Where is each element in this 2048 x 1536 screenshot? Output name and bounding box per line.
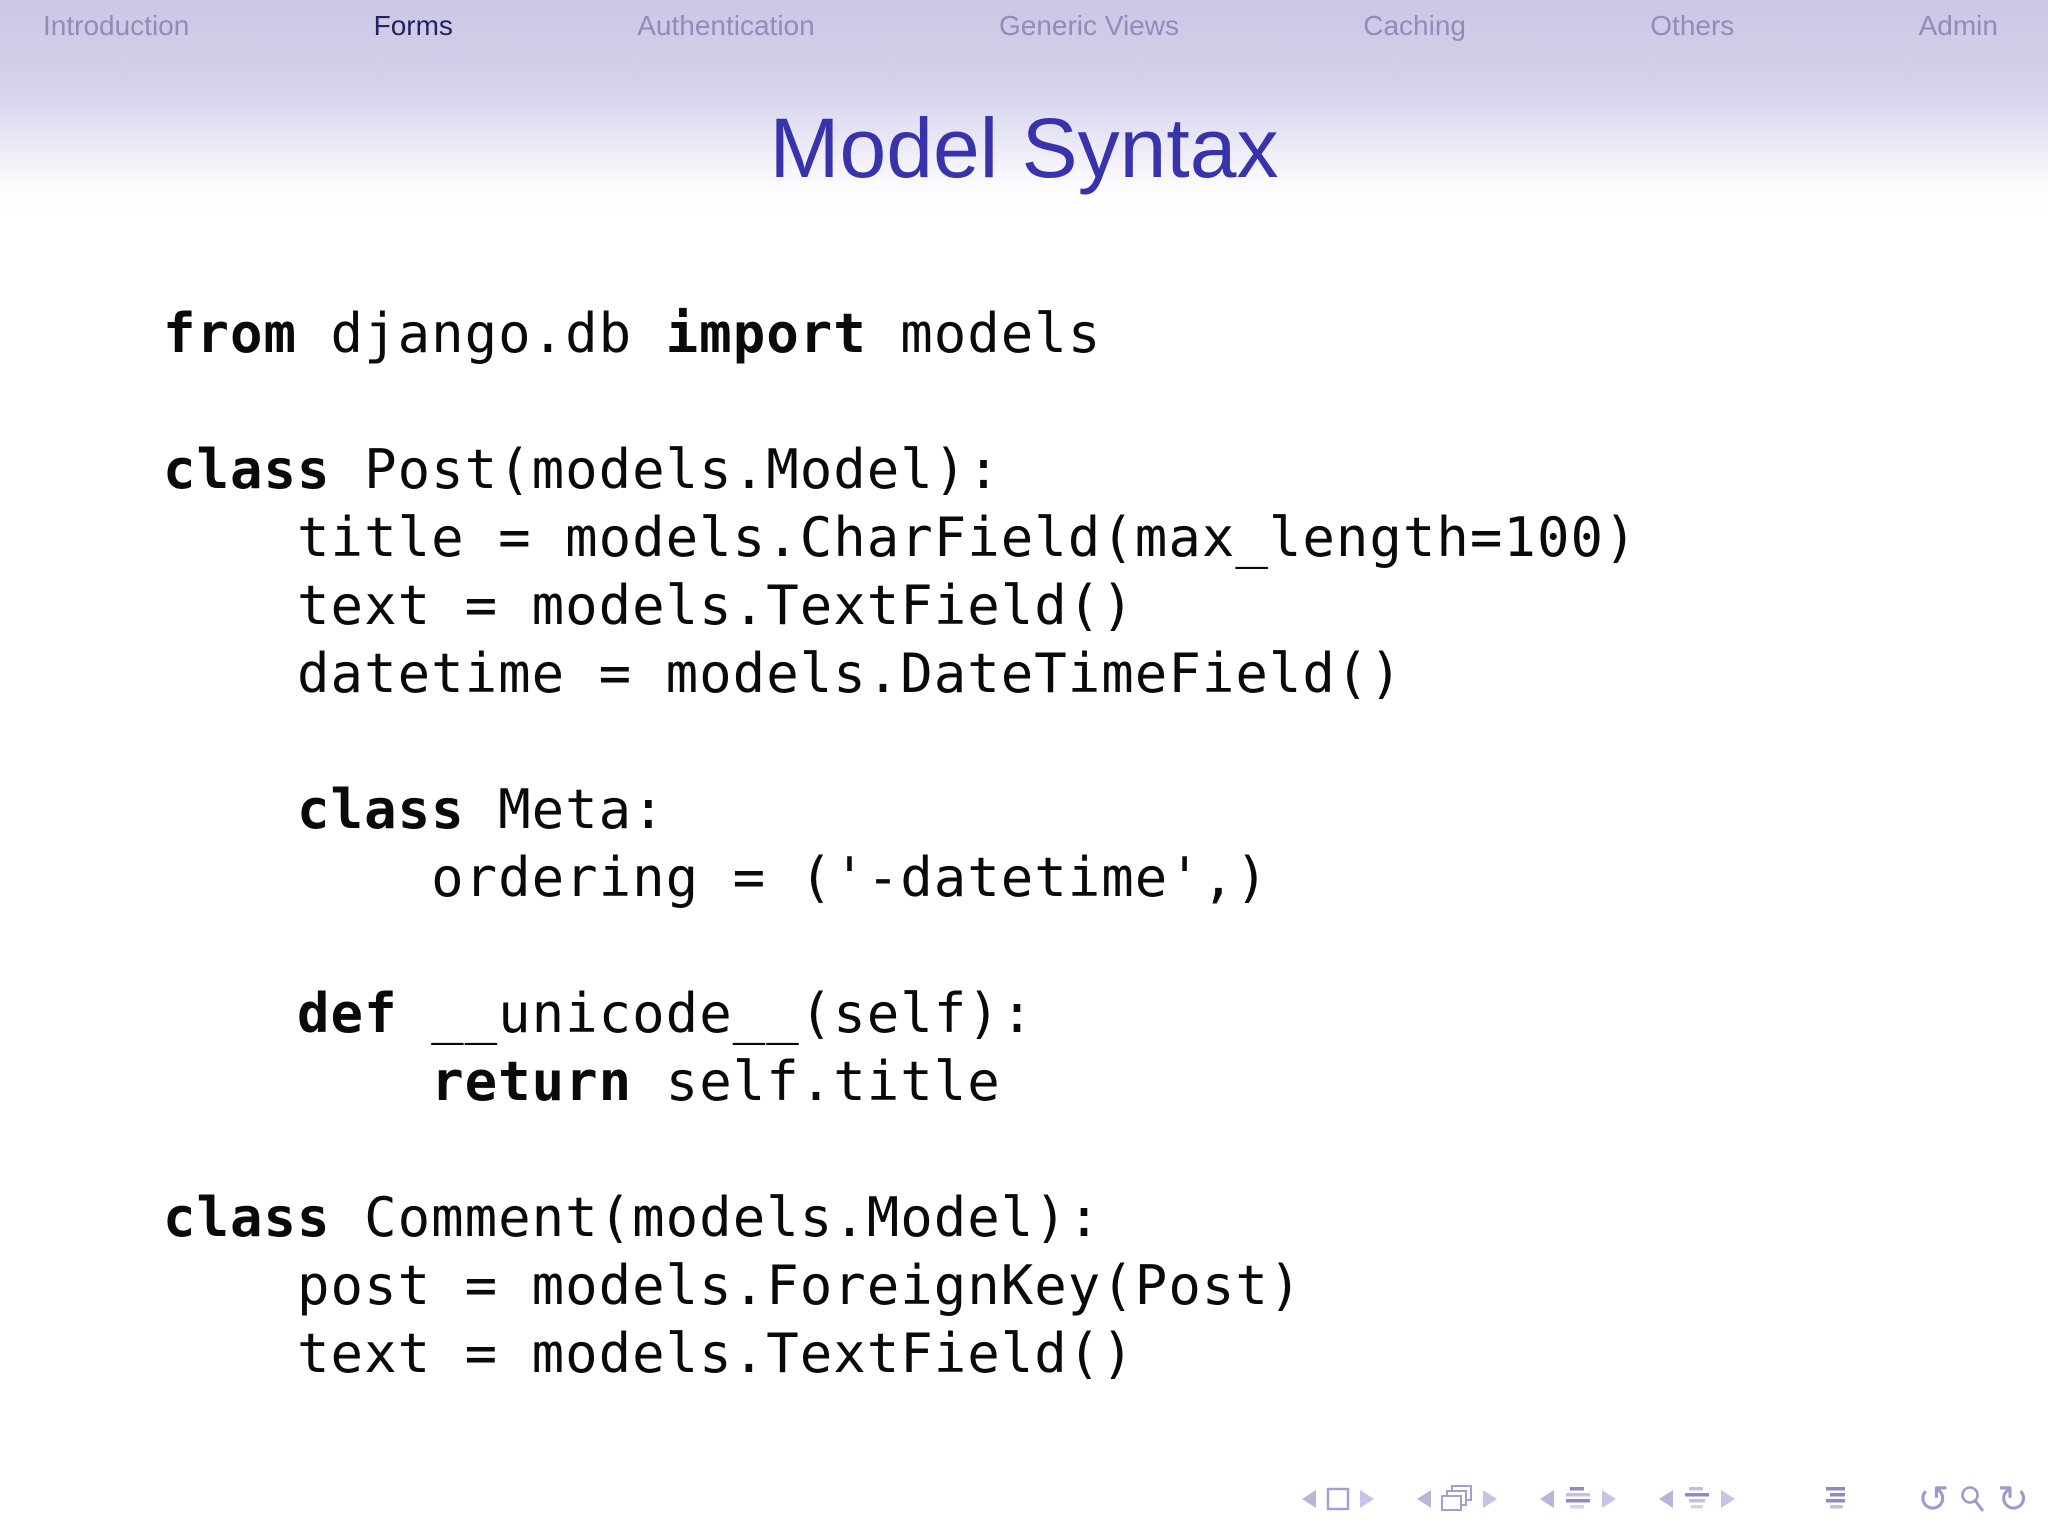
nav-section-others[interactable]: Others xyxy=(1650,10,1735,41)
nav-section-introduction[interactable]: Introduction xyxy=(43,10,190,41)
frame-nav-group xyxy=(1412,1485,1502,1513)
slide-nav-group xyxy=(1297,1487,1379,1511)
doc-nav-group xyxy=(1818,1486,1854,1513)
code-line: from django.db import models xyxy=(163,302,1102,365)
nav-section-caching[interactable]: Caching xyxy=(1363,10,1466,41)
section-list-icon[interactable] xyxy=(1683,1486,1711,1513)
code-line: title = models.CharField(max_length=100) xyxy=(163,506,1638,569)
code-line: class Post(models.Model): xyxy=(163,438,1001,501)
frames-stack-icon[interactable] xyxy=(1441,1485,1473,1513)
next-section-arrow-icon[interactable] xyxy=(1721,1490,1736,1508)
forward-icon[interactable]: ↻ xyxy=(1997,1477,2029,1521)
code-line: ordering = ('-datetime',) xyxy=(163,846,1269,909)
prev-subsection-arrow-icon[interactable] xyxy=(1540,1490,1555,1508)
back-icon[interactable]: ↺ xyxy=(1917,1477,1950,1521)
code-line: class Meta: xyxy=(297,778,666,841)
slide-frame-icon[interactable] xyxy=(1326,1487,1350,1511)
section-nav-group xyxy=(1654,1486,1740,1513)
nav-section-forms[interactable]: Forms xyxy=(373,10,453,41)
code-line: datetime = models.DateTimeField() xyxy=(163,642,1403,705)
code-line xyxy=(163,1116,1637,1184)
search-icon[interactable] xyxy=(1959,1483,1987,1515)
prev-frame-arrow-icon[interactable] xyxy=(1417,1490,1432,1508)
prev-section-arrow-icon[interactable] xyxy=(1659,1490,1674,1508)
code-line: text = models.TextField() xyxy=(163,1322,1135,1385)
section-nav: Introduction Forms Authentication Generic V… xyxy=(0,0,2048,54)
nav-section-generic-views[interactable]: Generic Views xyxy=(998,10,1179,41)
code-line: class Comment(models.Model): xyxy=(163,1186,1102,1249)
next-subsection-arrow-icon[interactable] xyxy=(1602,1490,1617,1508)
slide-title: Model Syntax xyxy=(769,101,1279,195)
code-line: def __unicode__(self): xyxy=(297,982,1035,1045)
next-frame-arrow-icon[interactable] xyxy=(1483,1490,1498,1508)
code-block: from django.db import models class Post(… xyxy=(163,300,1637,1388)
subsection-list-icon[interactable] xyxy=(1564,1486,1592,1513)
code-line: text = models.TextField() xyxy=(163,574,1135,637)
document-outline-icon[interactable] xyxy=(1823,1486,1849,1513)
code-line: post = models.ForeignKey(Post) xyxy=(163,1254,1303,1317)
subsection-nav-group xyxy=(1535,1486,1621,1513)
prev-slide-arrow-icon[interactable] xyxy=(1302,1490,1317,1508)
code-line xyxy=(163,708,1637,776)
code-line: return self.title xyxy=(431,1050,1001,1113)
nav-section-admin[interactable]: Admin xyxy=(1918,10,1998,41)
next-slide-arrow-icon[interactable] xyxy=(1360,1490,1375,1508)
beamer-navigation-bar: ↺ ↻ xyxy=(1297,1480,2034,1518)
back-find-forward-group: ↺ ↻ xyxy=(1912,1480,2034,1518)
code-line xyxy=(163,368,1637,436)
nav-section-authentication[interactable]: Authentication xyxy=(637,10,815,41)
code-line xyxy=(163,912,1637,980)
